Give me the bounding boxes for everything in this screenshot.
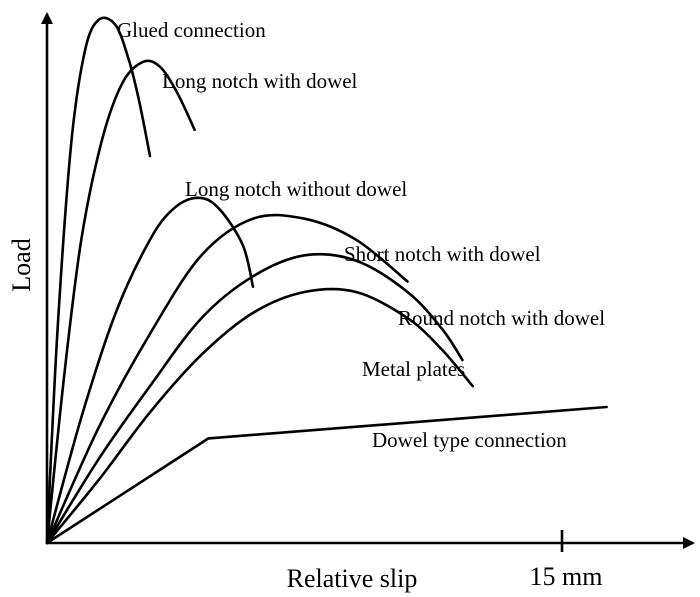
series-line-round-notch-with-dowel	[45, 252, 464, 545]
series-line-metal-plates	[45, 287, 474, 545]
series-label-round-notch-with-dowel: Round notch with dowel	[398, 306, 605, 330]
y-axis-label: Load	[7, 238, 36, 291]
series-label-long-notch-without-dowel: Long notch without dowel	[185, 177, 407, 201]
series-line-dowel-type-connection	[45, 405, 608, 545]
series-line-long-notch-with-dowel	[45, 59, 196, 545]
series-label-dowel-type-connection: Dowel type connection	[372, 428, 567, 452]
series-line-short-notch-with-dowel	[45, 213, 409, 545]
x-axis-label: Relative slip	[287, 564, 418, 593]
series-line-glued-connection	[45, 16, 152, 545]
series-label-short-notch-with-dowel: Short notch with dowel	[344, 242, 541, 266]
x-tick-label: 15 mm	[530, 562, 603, 591]
series-line-long-notch-without-dowel	[45, 196, 255, 545]
series-label-metal-plates: Metal plates	[362, 357, 465, 381]
series-label-glued-connection: Glued connection	[117, 18, 266, 42]
series-group	[45, 16, 608, 545]
series-label-long-notch-with-dowel: Long notch with dowel	[162, 69, 358, 93]
